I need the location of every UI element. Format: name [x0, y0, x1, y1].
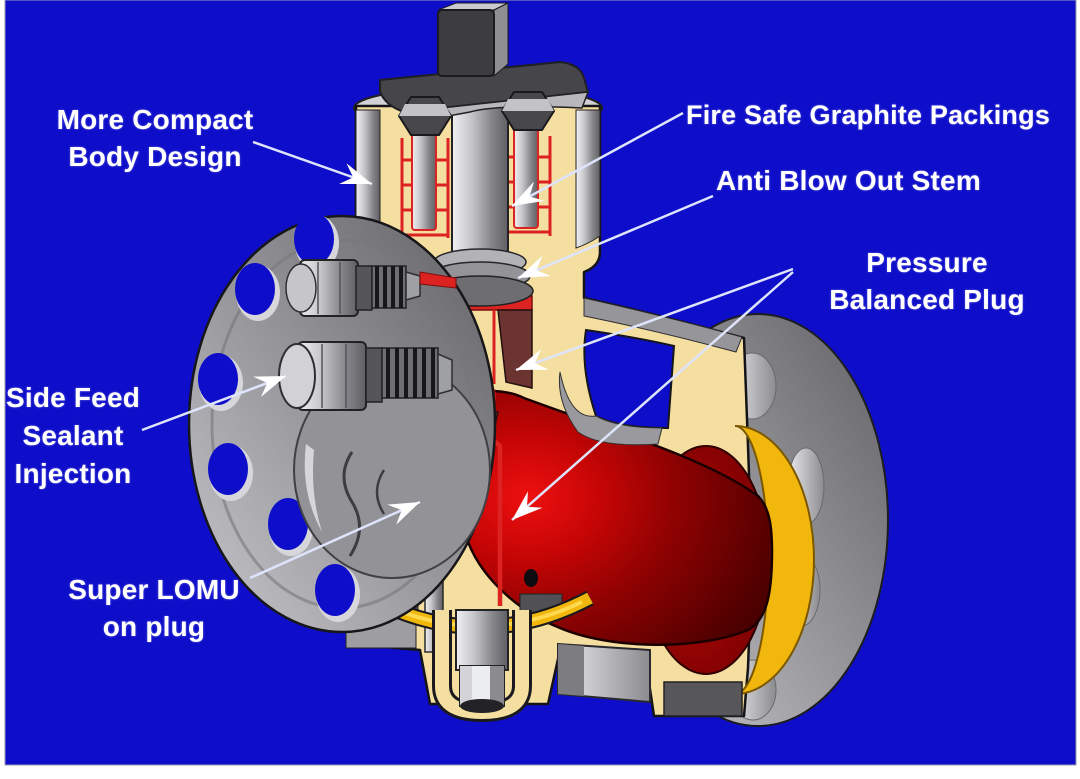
- sealant-fitting-upper: [285, 259, 457, 317]
- gland-stud: [411, 129, 437, 231]
- label-fire-safe-graphite-packings: Fire Safe Graphite Packings: [686, 100, 1051, 130]
- sealant-feed-line: [419, 271, 457, 289]
- bottom-cover: [337, 587, 743, 723]
- leader-pressure-b: [511, 271, 794, 521]
- body-arm-surface: [583, 297, 743, 353]
- label-anti-blow-out-stem: Anti Blow Out Stem: [716, 165, 981, 196]
- leader-lines: [141, 111, 794, 580]
- drain-hole: [524, 569, 538, 587]
- leader-anti-blow: [517, 194, 714, 280]
- body-seam-curve: [375, 469, 386, 515]
- leader-side-feed: [141, 374, 287, 432]
- flange-bolt-holes: [198, 213, 360, 622]
- leader-super-lomu: [249, 500, 421, 580]
- label-side-feed-sealant-injection: Side Feed Sealant Injection: [5, 382, 141, 489]
- bottom-bolt: [455, 609, 509, 671]
- body-window-opening: [583, 328, 676, 430]
- label-more-compact-body-design: More Compact Body Design: [56, 104, 254, 172]
- body-seam-curve: [342, 451, 361, 557]
- label-pressure-balanced-plug: Pressure Balanced Plug: [829, 247, 1025, 315]
- label-super-lomu-on-plug: Super LOMU on plug: [68, 574, 240, 642]
- leader-fire-safe: [511, 111, 684, 208]
- stem-square-head: [437, 9, 495, 77]
- leader-more-compact: [252, 140, 373, 186]
- body-window-inner-wall: [558, 371, 663, 446]
- gland-stud: [513, 127, 539, 229]
- left-flange: [187, 213, 497, 634]
- leader-pressure-a: [515, 267, 794, 372]
- far-right-foot: [663, 681, 743, 717]
